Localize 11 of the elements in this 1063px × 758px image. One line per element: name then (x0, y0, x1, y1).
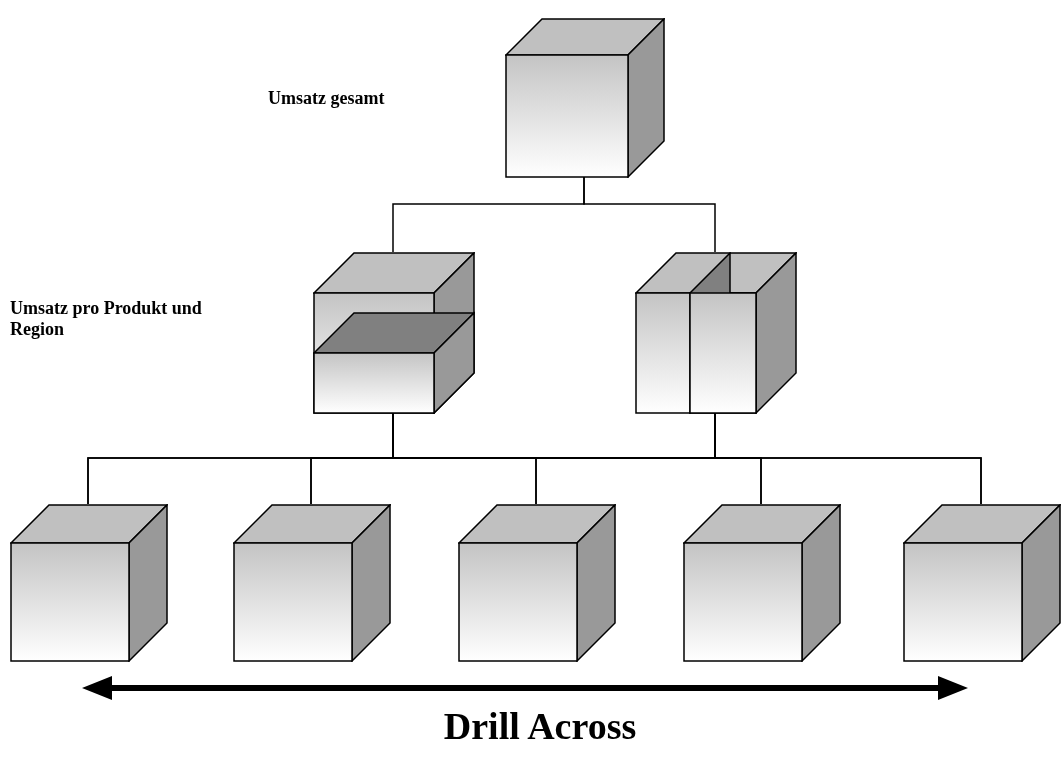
cube-drawing (903, 504, 1061, 662)
axis-caption: Drill Across (442, 704, 638, 748)
cube-drawing (683, 504, 841, 662)
cube-drawing (233, 504, 391, 662)
cube-drawing (313, 252, 475, 414)
cube-drawing (458, 504, 616, 662)
level-label: Umsatz pro Produkt und Region (10, 298, 203, 340)
level-label: Umsatz gesamt (268, 88, 385, 109)
cube-drawing (635, 252, 797, 414)
cube-drawing (10, 504, 168, 662)
cube-drawing (505, 18, 665, 178)
